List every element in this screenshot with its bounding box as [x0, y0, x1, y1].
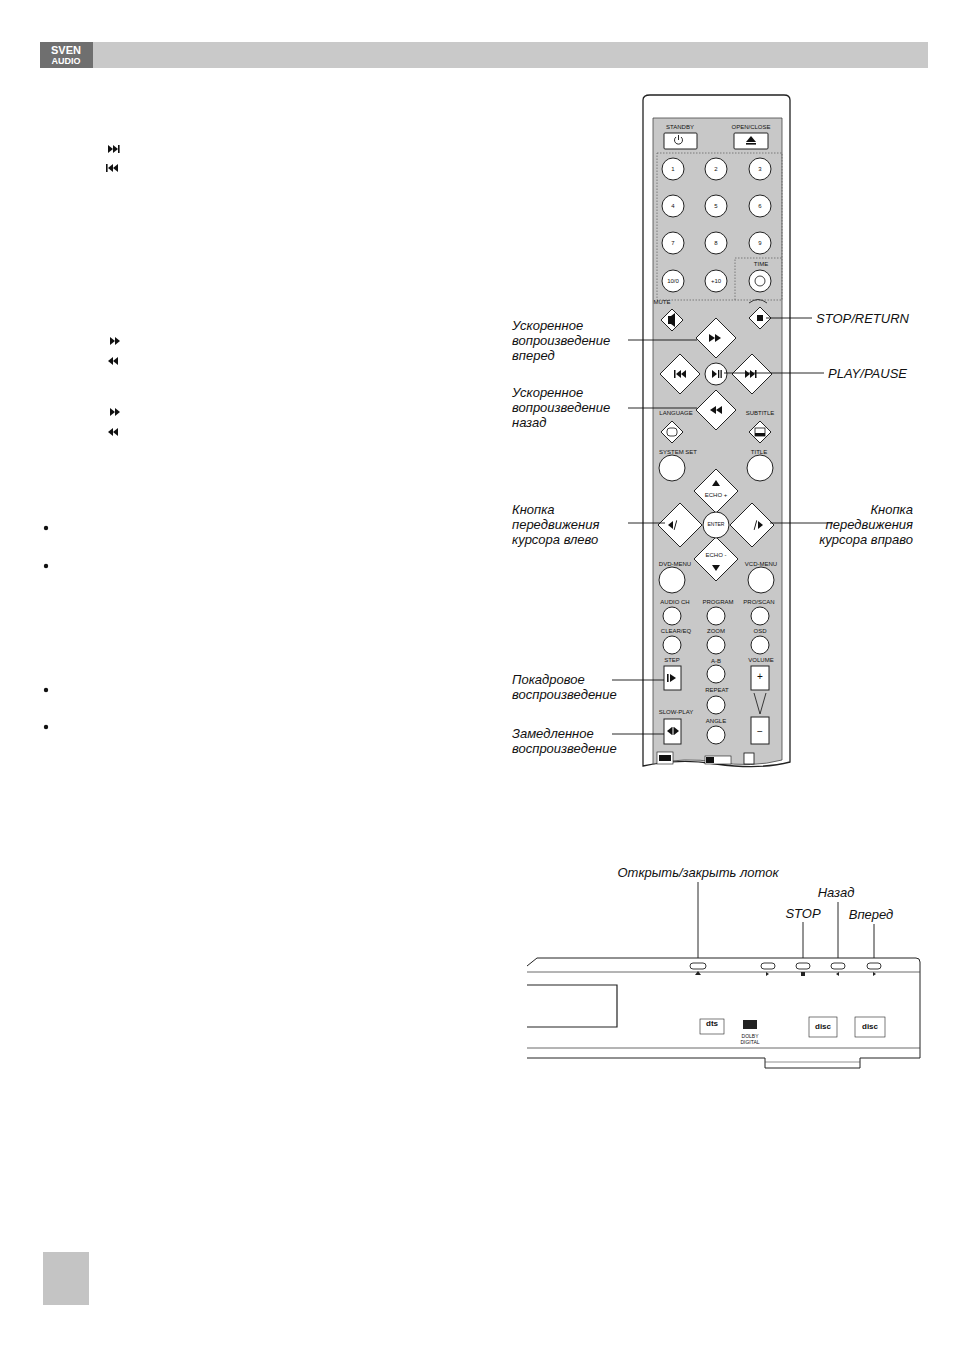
callout-label: STOP/RETURN: [816, 311, 909, 326]
button-label: REPEAT: [705, 687, 729, 694]
page-number-box: [43, 1252, 89, 1305]
callout-label: Кнопка передвижения курсора влево: [512, 502, 630, 547]
button-label: ANGLE: [706, 718, 726, 725]
button-number: +10: [711, 278, 721, 285]
button-label: TIME: [754, 261, 768, 268]
button-label: TITLE: [751, 449, 767, 456]
button-label: SYSTEM SET: [659, 449, 697, 456]
front-panel: [527, 958, 920, 1068]
button-label: PRO/SCAN: [743, 599, 774, 606]
callout-label: Ускоренное вопроизведение назад: [512, 385, 630, 430]
remote-control: [643, 95, 790, 767]
button-number: 4: [671, 203, 674, 210]
button-label: VOLUME: [748, 657, 773, 664]
remote-buttons: [658, 133, 774, 744]
logo-text: dts: [706, 1020, 718, 1029]
logo-text: DIGITAL: [740, 1040, 759, 1046]
button-label: ECHO -: [706, 552, 727, 559]
button-number: 5: [714, 203, 717, 210]
callout-label: PLAY/PAUSE: [828, 366, 907, 381]
callout-label: STOP: [785, 906, 820, 921]
callout-label: Ускоренное вопроизведение вперед: [512, 318, 630, 363]
logo-text: disc: [862, 1023, 878, 1032]
button-number: 2: [714, 166, 717, 173]
button-label: CLEAR/EQ: [661, 628, 691, 635]
button-label: PROGRAM: [702, 599, 733, 606]
button-label: STANDBY: [666, 124, 694, 131]
button-label: OPEN/CLOSE: [731, 124, 770, 131]
button-sign: +: [757, 671, 763, 682]
button-number: 6: [758, 203, 761, 210]
button-label: ENTER: [708, 522, 725, 528]
logo-text: disc: [815, 1023, 831, 1032]
button-number: 10/0: [667, 278, 679, 285]
button-label: LANGUAGE: [659, 410, 692, 417]
button-label: MUTE: [654, 299, 671, 306]
callout-label: Открыть/закрыть лоток: [617, 865, 778, 880]
button-label: OSD: [753, 628, 766, 635]
button-number: 7: [671, 240, 674, 247]
logo-text: SVEN: [51, 44, 81, 56]
button-symbols: [657, 135, 767, 764]
button-label: ECHO +: [705, 492, 728, 499]
header-bar: [40, 42, 928, 68]
left-symbols: [44, 145, 120, 729]
button-number: 8: [714, 240, 717, 247]
button-label: AUDIO CH: [660, 599, 689, 606]
logo-text: AUDIO: [52, 57, 81, 67]
button-label: DVD-MENU: [659, 561, 691, 568]
button-label: STEP: [664, 657, 680, 664]
callout-label: Вперед: [849, 907, 894, 922]
button-number: 9: [758, 240, 761, 247]
callout-label: Замедленное воспроизведение: [512, 726, 610, 756]
callout-label: Покадровое воспроизведение: [512, 672, 610, 702]
button-number: 1: [671, 166, 674, 173]
callout-label: Назад: [818, 885, 855, 900]
logo-box: [40, 42, 93, 68]
button-number: 3: [758, 166, 761, 173]
button-label: A-B: [711, 658, 721, 665]
leader-lines: [612, 318, 874, 962]
logo-text: DOLBY: [742, 1034, 759, 1040]
button-label: VCD-MENU: [745, 561, 777, 568]
button-sign: −: [757, 726, 763, 737]
button-label: SUBTITLE: [746, 410, 775, 417]
callout-label: Кнопка передвижения курсора вправо: [795, 502, 913, 547]
button-label: ZOOM: [707, 628, 725, 635]
button-label: SLOW-PLAY: [659, 709, 693, 716]
